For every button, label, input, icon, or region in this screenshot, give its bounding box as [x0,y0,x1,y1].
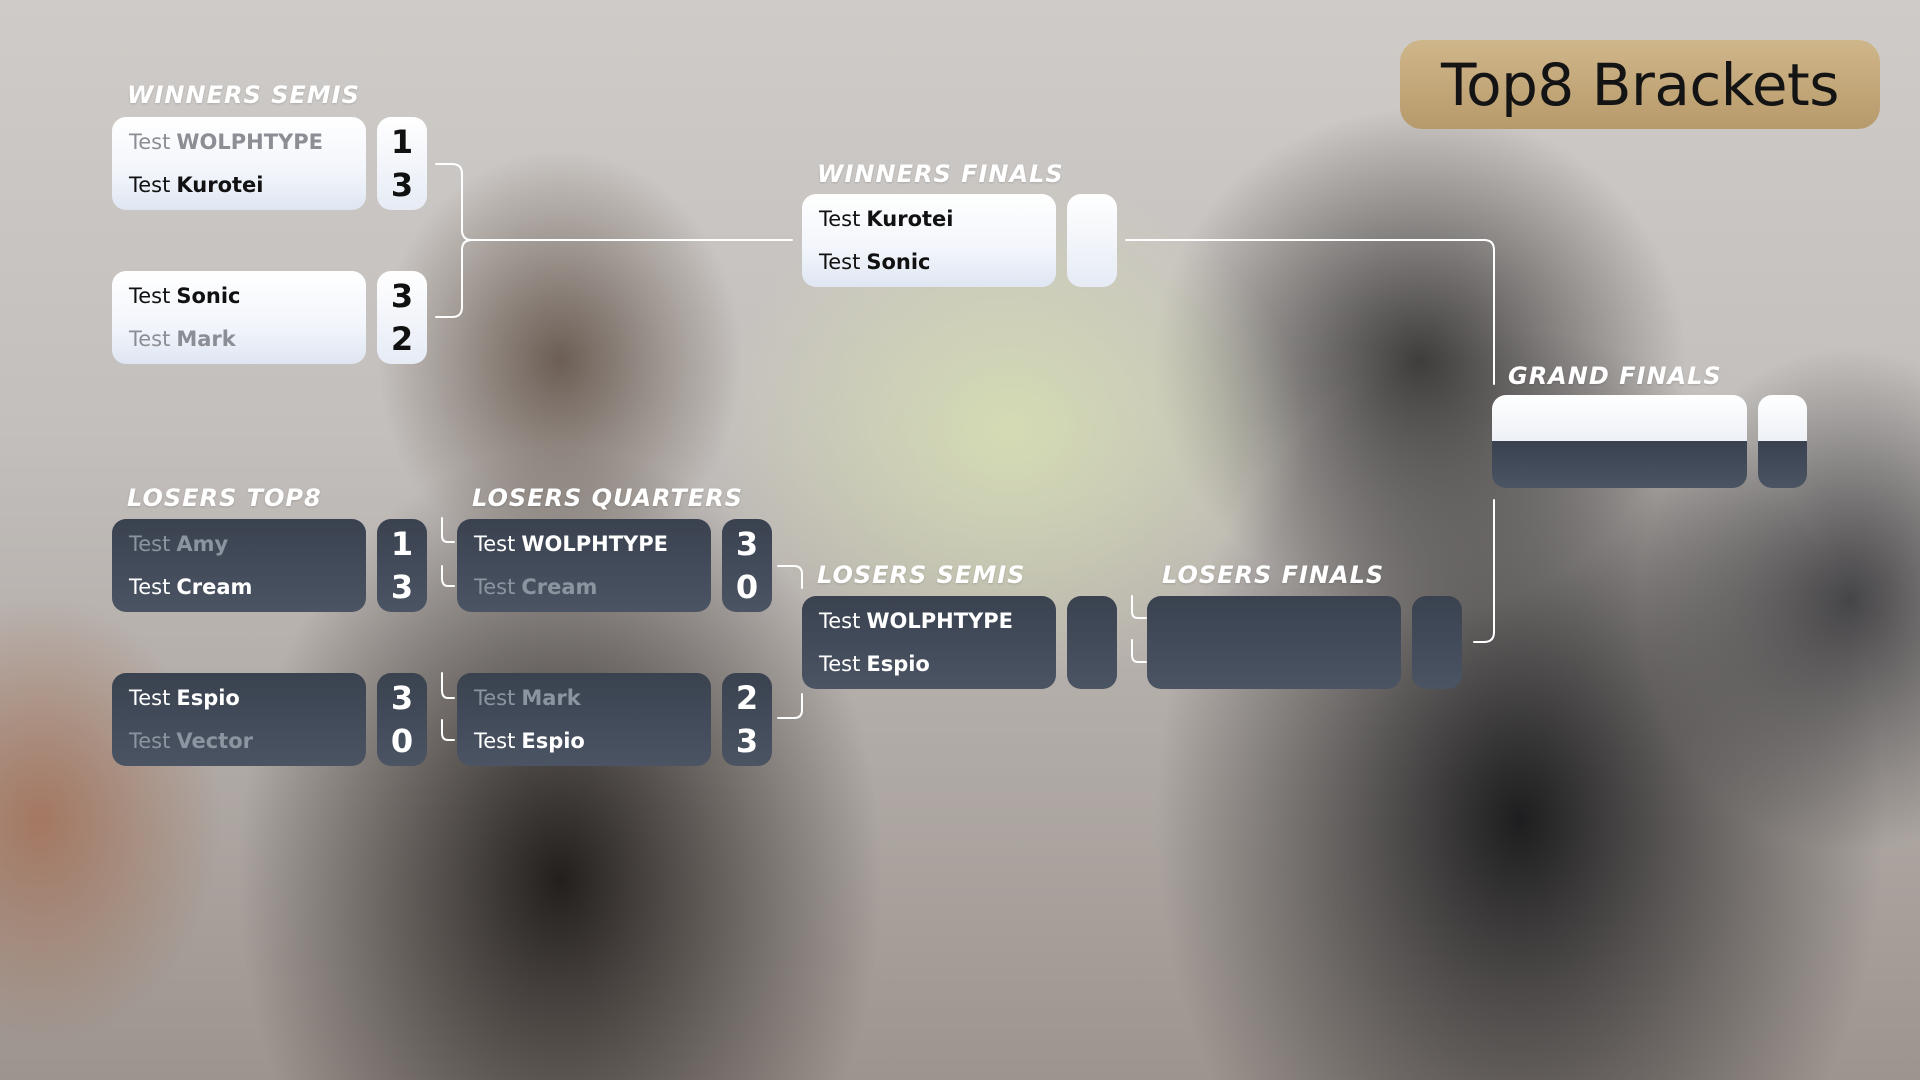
connector-ls-lf1 [1131,595,1147,619]
winners-finals-scores [1067,194,1117,287]
winners-finals-label: WINNERS FINALS [817,160,1064,188]
score: 3 [390,166,414,204]
score: 1 [390,123,414,161]
score: 3 [390,277,414,315]
score: 0 [735,568,759,606]
winners-semis-match1-scores: 1 3 [377,117,427,210]
losers-semis-scores [1067,596,1117,689]
losers-top8-label: LOSERS TOP8 [127,484,322,512]
losers-quarters-match1-scores: 3 0 [722,519,772,612]
connector-lt1-lq1b [441,565,455,587]
score: 0 [390,722,414,760]
grand-finals-slot-bottom [1492,441,1747,488]
connector-wf-gf [1125,239,1495,385]
losers-finals-scores [1412,596,1462,689]
losers-top8-match1-scores: 1 3 [377,519,427,612]
connector-ws1-wf [435,163,793,241]
connector-ls-lf2 [1131,639,1147,663]
winners-semis-label: WINNERS SEMIS [127,81,360,109]
connector-lt2-lq2b [441,719,455,741]
score [1067,198,1117,240]
connector-ws2-wf [435,239,473,318]
score [1067,241,1117,283]
page-title: Top8 Brackets [1441,50,1839,119]
connector-lq2-ls [777,693,803,719]
losers-top8-match2-scores: 3 0 [377,673,427,766]
losers-finals-card[interactable] [1147,596,1401,689]
winners-semis-match2-scores: 3 2 [377,271,427,364]
score [1067,600,1117,642]
losers-quarters-label: LOSERS QUARTERS [472,484,743,512]
score: 3 [390,679,414,717]
title-banner: Top8 Brackets [1400,40,1880,129]
score: 1 [390,525,414,563]
grand-finals-scores [1758,395,1807,488]
score: 2 [735,679,759,717]
score: 3 [735,525,759,563]
connector-lt2-lq2 [441,672,455,699]
connector-lq1-ls [777,565,803,589]
score: 3 [390,568,414,606]
connector-lt1-lq1 [441,517,455,543]
losers-semis-label: LOSERS SEMIS [817,561,1026,589]
score [1067,643,1117,685]
grand-finals-slot-top [1492,395,1747,441]
score: 3 [735,722,759,760]
losers-quarters-match2-scores: 2 3 [722,673,772,766]
connector-lf-gf [1473,499,1495,643]
grand-finals-card[interactable] [1492,395,1747,488]
losers-finals-label: LOSERS FINALS [1162,561,1385,589]
score: 2 [390,320,414,358]
grand-finals-label: GRAND FINALS [1508,362,1722,390]
